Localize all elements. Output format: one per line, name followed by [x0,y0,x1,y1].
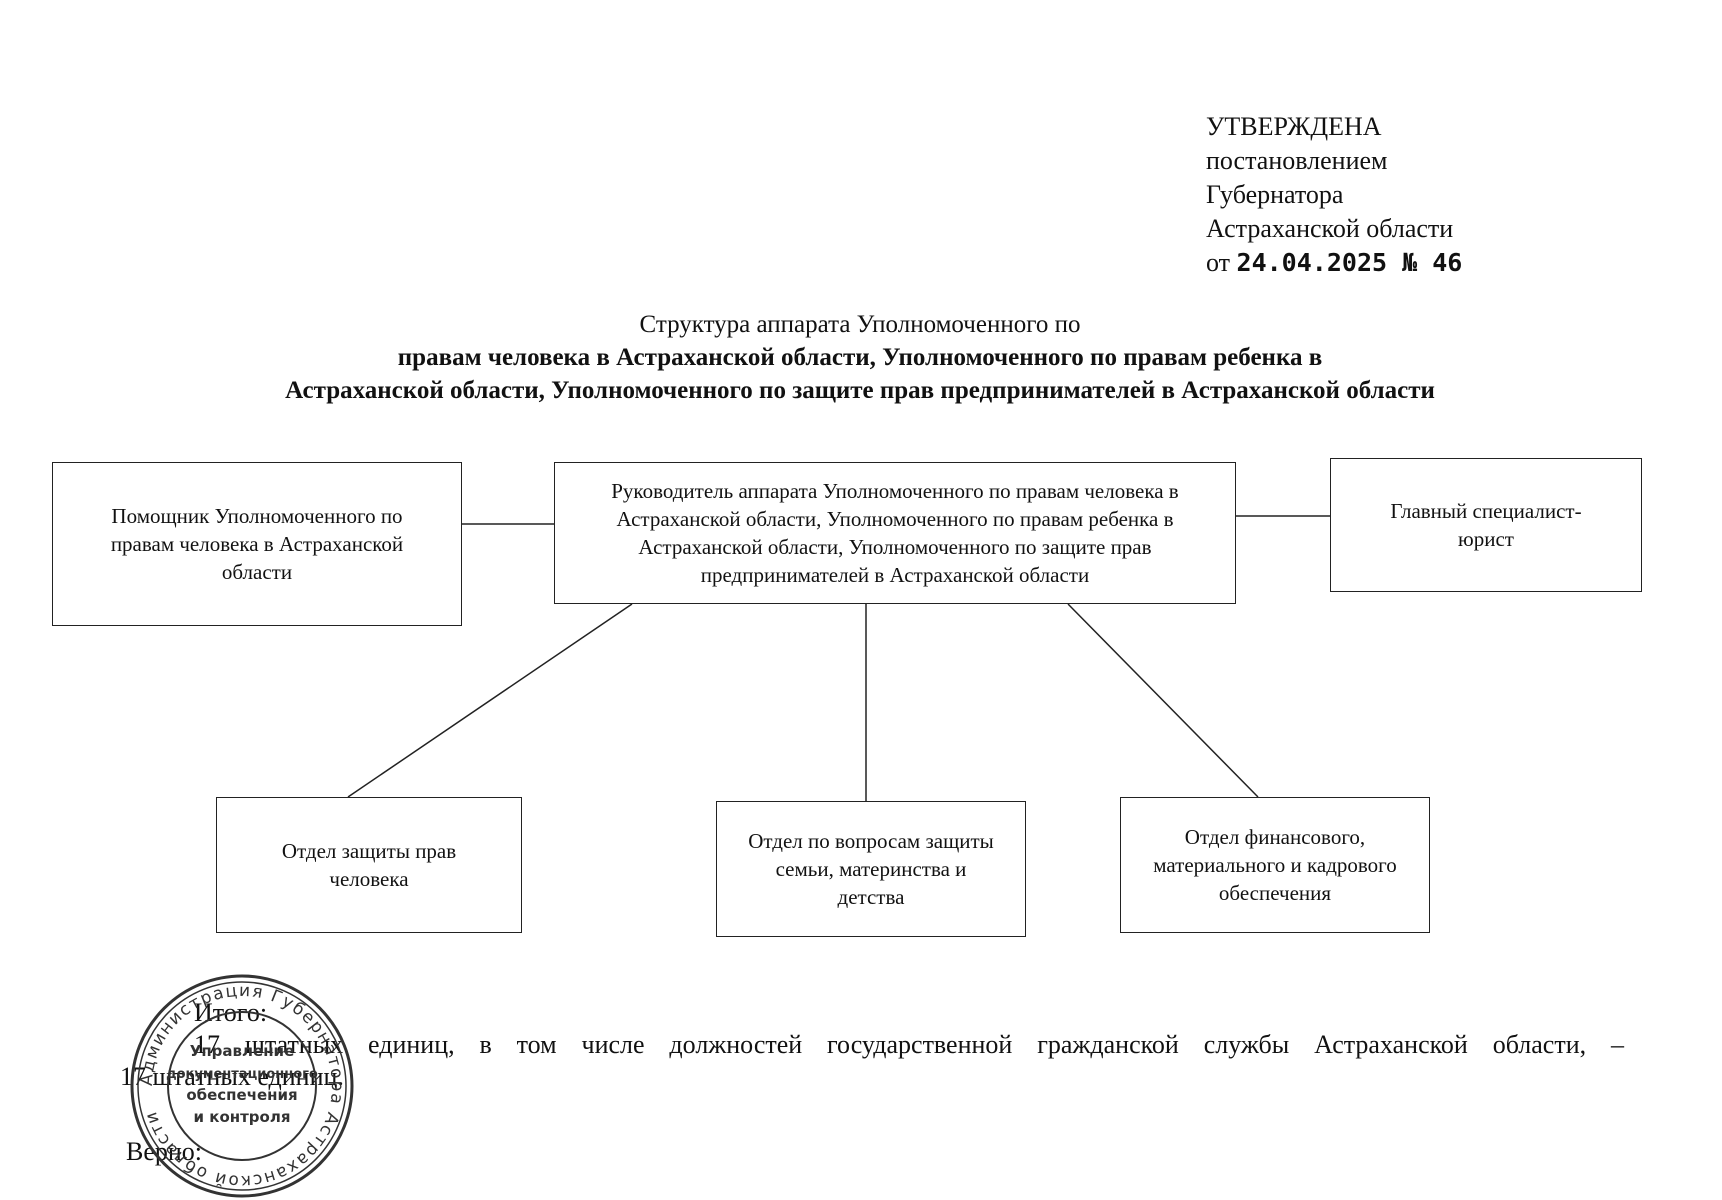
approval-line-2: постановлением [1206,146,1388,175]
title-line-3: Астраханской области, Уполномоченного по… [285,377,1435,404]
approval-line-3: Губернатора [1206,180,1344,209]
approval-date-prefix: от [1206,248,1231,277]
stamp-center-line-2: документационного [166,1067,318,1082]
footer-verified: Верно: [126,1137,203,1166]
box-dept-family-label: Отдел по вопросам защиты семьи, материнс… [748,829,994,909]
approval-line-1: УТВЕРЖДЕНА [1206,112,1382,141]
footer-total-line-1: 17 штатных единиц, в том числе должносте… [194,1030,1624,1059]
seal-stamp: Администрация Губернатора Астраханской о… [130,974,354,1198]
box-dept-finance-label: Отдел финансового, материального и кадро… [1153,825,1397,905]
connector-dept-finance [1067,603,1259,798]
stamp-center-line-1: Управление [190,1042,295,1060]
box-head-of-office: Руководитель аппарата Уполномоченного по… [554,462,1236,604]
stamp-center-line-3: обеспечения [186,1086,297,1104]
title-line-1: Структура аппарата Уполномоченного по [639,311,1081,338]
box-dept-finance: Отдел финансового, материального и кадро… [1120,797,1430,933]
box-assistant-label: Помощник Уполномоченного по правам челов… [110,504,404,584]
box-dept-human-rights: Отдел защиты прав человека [216,797,522,933]
connector-dept-rights [347,603,633,798]
box-dept-rights-label: Отдел защиты прав человека [281,839,457,891]
box-assistant: Помощник Уполномоченного по правам челов… [52,462,462,626]
box-head-label: Руководитель аппарата Уполномоченного по… [611,479,1179,587]
stamp-center-line-4: и контроля [194,1108,291,1126]
approval-date: от 24.04.2025 № 46 [1206,246,1462,280]
title-line-2: правам человека в Астраханской области, … [397,344,1323,371]
box-chief-lawyer: Главный специалист-юрист [1330,458,1642,592]
approval-line-4: Астраханской области [1206,214,1454,243]
box-dept-family: Отдел по вопросам защиты семьи, материнс… [716,801,1026,937]
document-title: Структура аппарата Уполномоченного по пр… [60,308,1660,407]
box-lawyer-label: Главный специалист-юрист [1390,499,1582,551]
approval-block: УТВЕРЖДЕНА постановлением Губернатора Ас… [1206,110,1462,280]
approval-date-value: 24.04.2025 № 46 [1236,248,1463,277]
footer-total-line-2: 17 штатных единиц. [120,1062,344,1091]
